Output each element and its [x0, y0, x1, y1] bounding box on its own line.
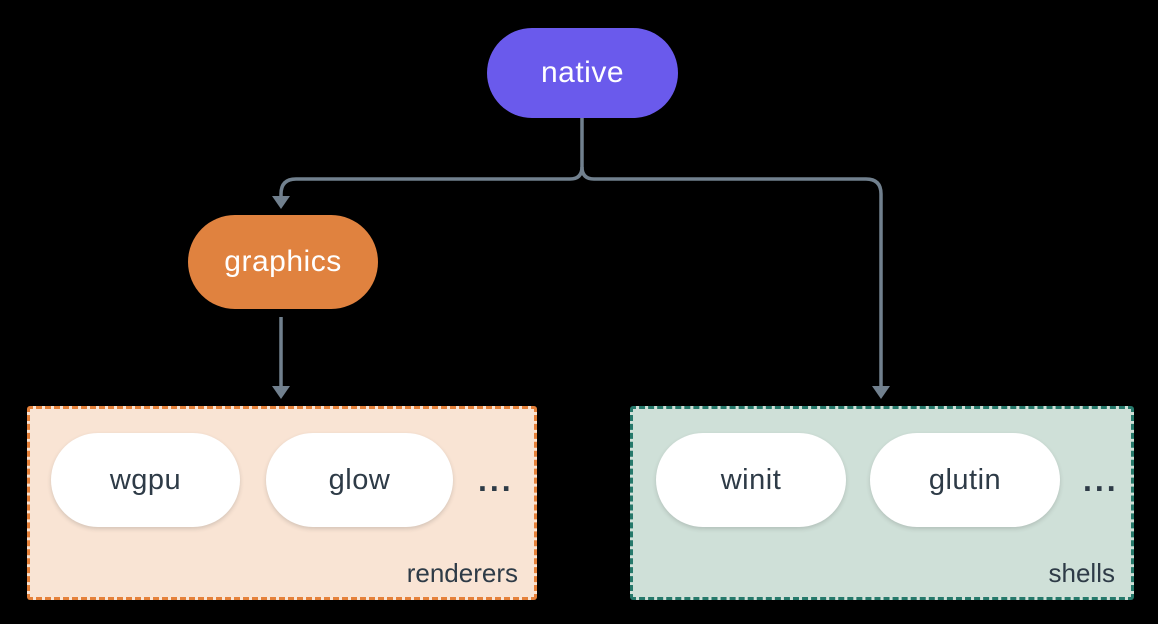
group-renderers: wgpu glow ... renderers — [27, 406, 537, 600]
arrowhead-renderers — [272, 386, 290, 399]
node-glow: glow — [266, 433, 453, 527]
renderers-ellipsis: ... — [478, 461, 514, 498]
edge-native-to-shells — [580, 166, 883, 387]
group-shells: winit glutin ... shells — [630, 406, 1134, 600]
group-label-shells: shells — [1048, 558, 1115, 588]
arrowhead-shells — [872, 386, 890, 399]
group-label-renderers: renderers — [406, 558, 518, 588]
node-graphics: graphics — [188, 215, 378, 309]
arrowheads — [272, 196, 890, 399]
shells-ellipsis: ... — [1083, 461, 1119, 498]
edge-native-to-graphics — [279, 166, 584, 197]
node-native: native — [487, 28, 678, 118]
node-winit: winit — [656, 433, 846, 527]
arrowhead-graphics — [272, 196, 290, 209]
node-glutin: glutin — [870, 433, 1060, 527]
node-wgpu: wgpu — [51, 433, 240, 527]
